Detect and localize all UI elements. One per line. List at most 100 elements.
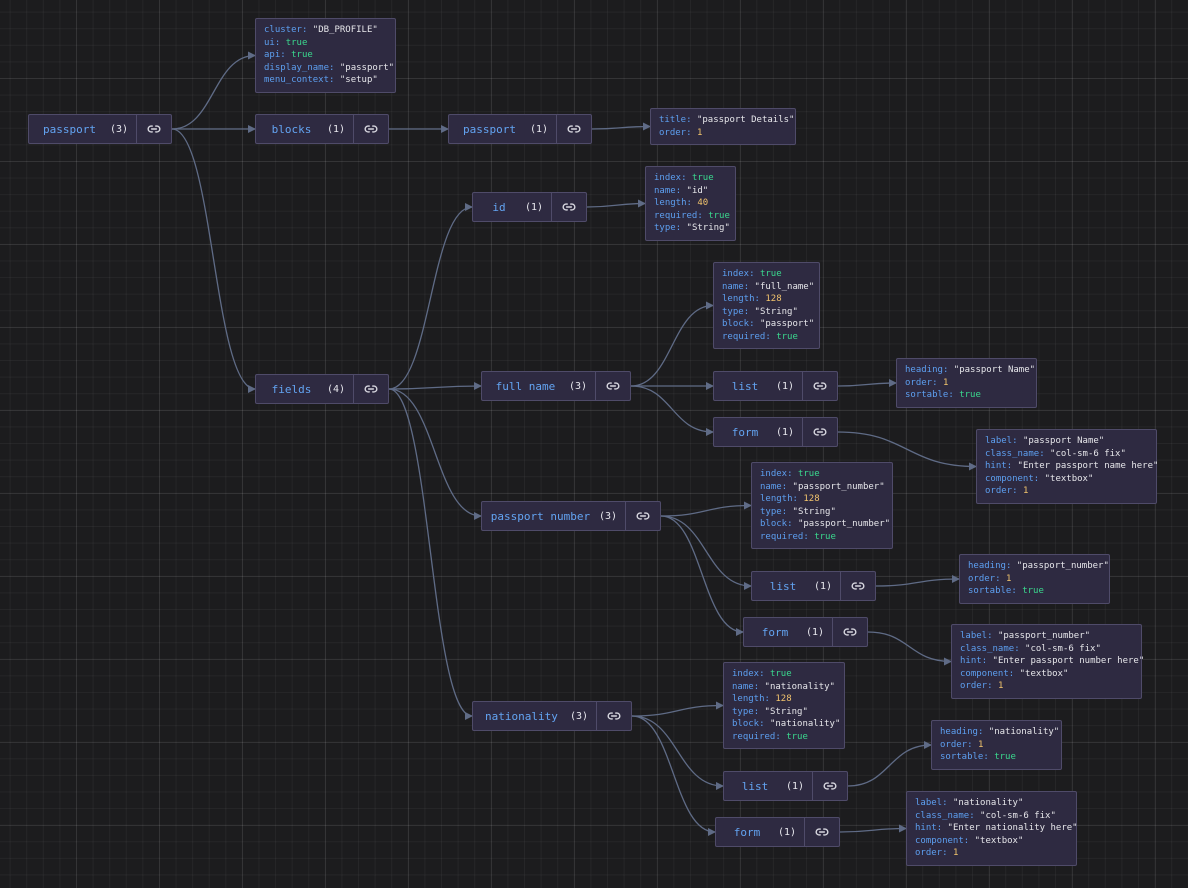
property-key: heading <box>968 561 1006 571</box>
node-link-button[interactable] <box>802 372 837 400</box>
graph-node-pnum-form[interactable]: form(1) <box>743 617 868 647</box>
edge-f-nat-to-nat-form <box>631 715 716 836</box>
node-link-button[interactable] <box>353 115 388 143</box>
graph-node-blk-passport[interactable]: passport(1) <box>448 114 592 144</box>
object-node-o-full-form: label: "passport Name"class_name: "col-s… <box>976 429 1158 504</box>
node-link-button[interactable] <box>804 818 839 846</box>
node-link-button[interactable] <box>625 502 660 530</box>
edge-pnum-form-to-o-pnum-form <box>867 631 952 666</box>
property-row: name: "passport_number" <box>760 481 885 494</box>
property-key: name <box>722 281 744 292</box>
node-link-button[interactable] <box>551 193 586 221</box>
node-link-button[interactable] <box>832 618 867 646</box>
node-link-button[interactable] <box>812 772 847 800</box>
property-value: "passport_number" <box>997 631 1091 641</box>
graph-node-full-form[interactable]: form(1) <box>713 417 838 447</box>
property-key: block <box>760 519 788 529</box>
property-key: required <box>654 210 698 221</box>
property-colon: : <box>749 269 760 279</box>
node-link-button[interactable] <box>556 115 591 143</box>
property-key: index <box>760 469 788 479</box>
property-value: 1 <box>1022 486 1029 496</box>
property-row: required: true <box>760 531 884 544</box>
node-link-button[interactable] <box>353 375 388 403</box>
node-label: list <box>741 779 769 793</box>
node-child-count: (1) <box>775 426 794 438</box>
property-value: "nationality" <box>988 727 1060 737</box>
node-link-button[interactable] <box>802 418 837 446</box>
property-colon: : <box>1005 561 1017 571</box>
property-value: "passport_number" <box>797 519 891 529</box>
property-colon: : <box>329 75 340 85</box>
property-colon: : <box>1014 643 1026 654</box>
property-colon: : <box>749 319 760 329</box>
graph-node-f-pnum[interactable]: passport number(3) <box>481 501 661 531</box>
property-row: hint: "Enter passport number here" <box>960 655 1144 668</box>
property-row: index: true <box>760 468 884 481</box>
node-link-button[interactable] <box>136 115 171 143</box>
edge-f-full-to-o-full <box>630 301 714 387</box>
property-colon: : <box>932 377 943 388</box>
property-key: hint <box>960 656 982 666</box>
node-link-button[interactable] <box>840 572 875 600</box>
property-row: block: "nationality" <box>732 718 840 731</box>
property-value: "Enter nationality here" <box>947 823 1078 833</box>
graph-node-nat-list[interactable]: list(1) <box>723 771 848 801</box>
graph-node-root[interactable]: passport(3) <box>28 114 172 144</box>
property-value: "passport_number" <box>1016 561 1109 571</box>
property-key: sortable <box>905 390 949 400</box>
link-icon <box>567 125 581 133</box>
graph-node-fields[interactable]: fields(4) <box>255 374 389 404</box>
property-value: 128 <box>765 294 782 304</box>
property-value: "full_name" <box>754 281 815 292</box>
property-colon: : <box>969 810 981 821</box>
node-label: blocks <box>271 122 312 136</box>
property-row: heading: "passport Name" <box>905 364 1035 377</box>
property-row: length: 128 <box>722 293 811 306</box>
node-child-count: (1) <box>805 626 824 638</box>
property-value: "setup" <box>339 75 378 85</box>
property-value: true <box>1022 586 1044 596</box>
property-row: required: true <box>722 331 811 344</box>
property-colon: : <box>987 681 998 691</box>
property-key: order <box>915 848 943 858</box>
graph-node-full-list[interactable]: list(1) <box>713 371 838 401</box>
property-colon: : <box>675 185 687 196</box>
node-child-count: (1) <box>326 123 345 135</box>
edge-nat-form-to-o-nat-form <box>839 824 907 833</box>
graph-node-nat-form[interactable]: form(1) <box>715 817 840 847</box>
property-colon: : <box>1033 473 1045 484</box>
graph-node-f-full[interactable]: full name(3) <box>481 371 631 401</box>
property-value: true <box>776 331 798 342</box>
link-icon <box>364 125 378 133</box>
property-value: "passport" <box>339 62 395 73</box>
property-row: order: 1 <box>915 847 1068 860</box>
property-row: type: "String" <box>654 222 730 235</box>
property-value: "passport Name" <box>953 365 1036 375</box>
property-key: block <box>732 719 760 729</box>
property-colon: : <box>781 481 793 492</box>
property-row: index: true <box>654 172 727 185</box>
property-key: label <box>915 798 943 808</box>
property-row: order: 1 <box>940 739 1053 752</box>
graph-node-f-nat[interactable]: nationality(3) <box>472 701 632 731</box>
property-colon: : <box>280 50 292 60</box>
graph-node-f-id[interactable]: id(1) <box>472 192 587 222</box>
property-value: true <box>291 50 313 60</box>
property-key: label <box>960 631 988 641</box>
node-child-count: (1) <box>529 123 548 135</box>
node-child-count: (1) <box>775 380 794 392</box>
property-value: "passport" <box>759 319 815 329</box>
node-child-count: (1) <box>813 580 832 592</box>
graph-node-blocks[interactable]: blocks (1) <box>255 114 389 144</box>
link-icon <box>813 382 827 390</box>
node-link-button[interactable] <box>596 702 631 730</box>
property-key: ui <box>264 37 275 48</box>
property-key: order <box>905 377 933 388</box>
property-row: index: true <box>722 268 811 281</box>
graph-node-pnum-list[interactable]: list(1) <box>751 571 876 601</box>
node-link-button[interactable] <box>595 372 630 400</box>
property-value: 1 <box>942 377 949 388</box>
edge-f-pnum-to-o-pnum <box>660 501 752 517</box>
